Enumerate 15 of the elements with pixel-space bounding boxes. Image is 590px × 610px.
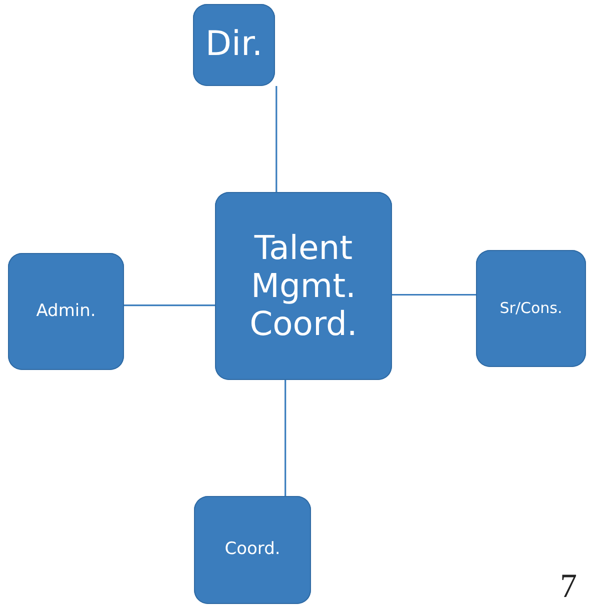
role-title: Talent Mgmt. Coord. (250, 229, 358, 343)
connector-line (392, 294, 476, 296)
page-number: 7 (560, 568, 577, 606)
role-title: Admin. (36, 302, 96, 322)
role-box (215, 192, 392, 380)
role-title: Sr/Cons. (500, 300, 562, 318)
role-title: Coord. (224, 540, 280, 560)
role-title: Dir. (205, 25, 263, 65)
role-box (476, 250, 586, 367)
role-box (8, 253, 124, 370)
role-box (194, 496, 311, 604)
role-box (193, 4, 275, 86)
connector-line (276, 86, 278, 192)
connector-line (124, 304, 215, 306)
connector-line (284, 380, 286, 496)
